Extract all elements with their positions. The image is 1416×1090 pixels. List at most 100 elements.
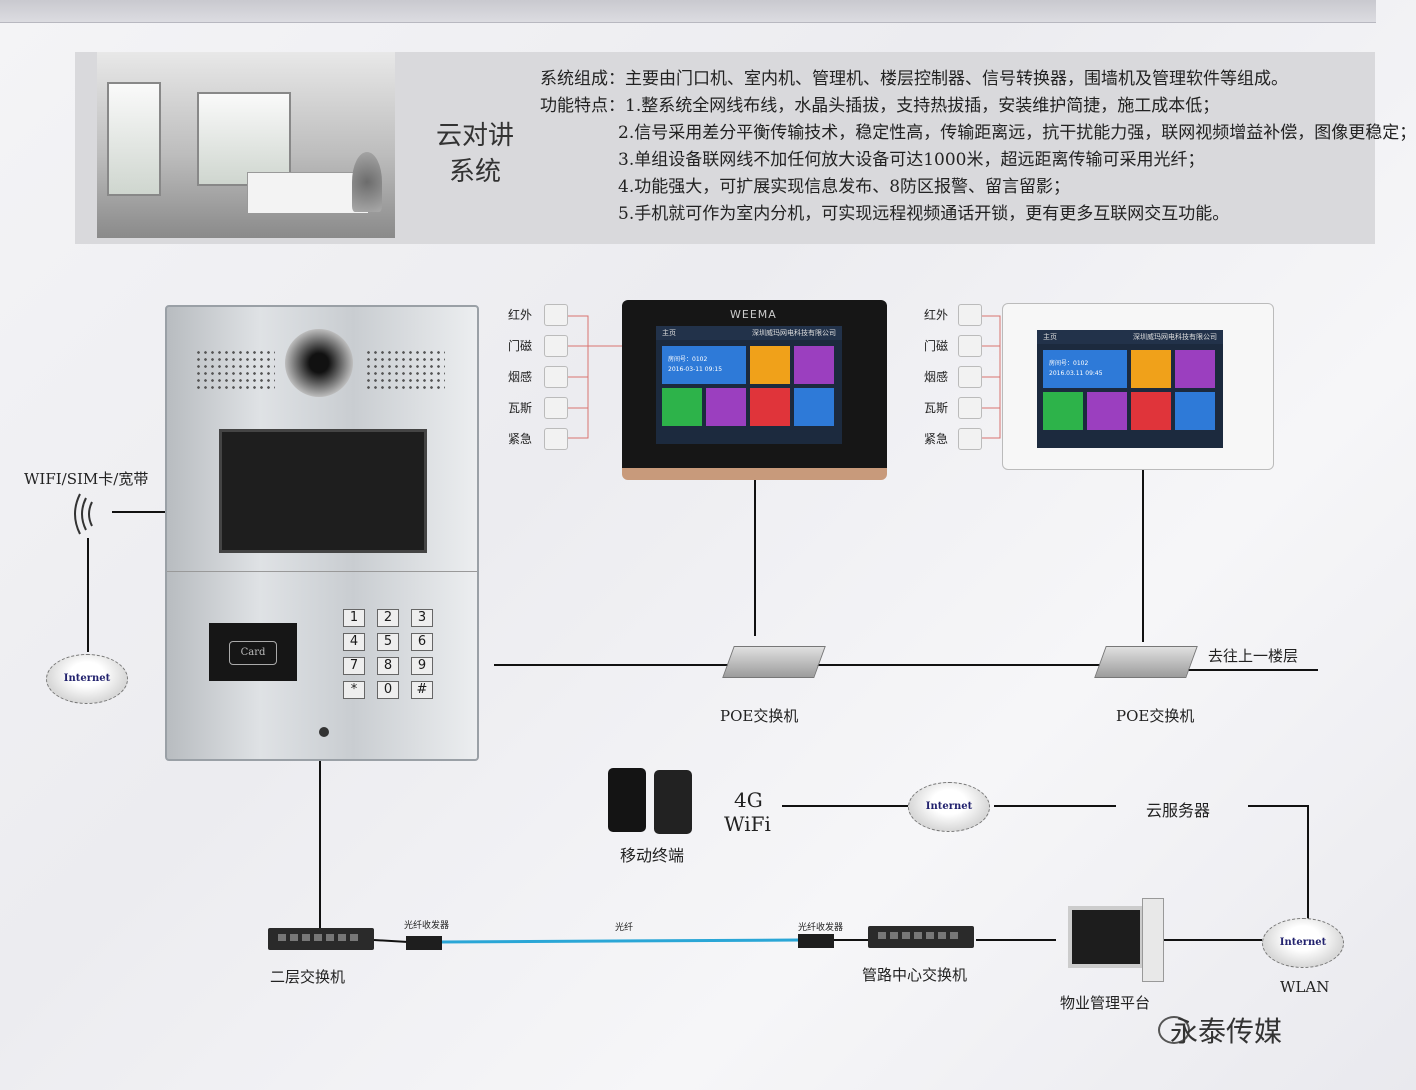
upper-floor-label: 去往上一楼层 <box>1208 647 1299 665</box>
keypad-key[interactable]: 4 <box>343 633 365 651</box>
mic-icon <box>319 727 329 737</box>
monitor1-company: 深圳威玛网电科技有限公司 <box>752 329 836 337</box>
sensor-label: 瓦斯 <box>508 401 533 415</box>
card-reader[interactable]: Card <box>209 623 297 681</box>
monitor2-info-tile[interactable]: 房间号：0102 2016.03.11 09:45 <box>1043 350 1127 388</box>
monitor2-tile-door[interactable] <box>1175 392 1215 430</box>
keypad-key[interactable]: 3 <box>411 609 433 627</box>
title-line-1: 云对讲 <box>435 121 514 151</box>
4g-label: 4G <box>734 788 763 812</box>
monitor1-topbar: 主页 深圳威玛网电科技有限公司 <box>656 326 842 340</box>
indoor-monitor-black: WEEMA 主页 深圳威玛网电科技有限公司 房间号：0102 2016-03-1… <box>622 300 887 480</box>
monitor2-tile-message[interactable] <box>1175 350 1215 388</box>
poe-switch-2-label: POE交换机 <box>1116 707 1195 725</box>
cloud-server-label: 云服务器 <box>1146 801 1211 820</box>
fiber-transceiver-2-label: 光纤收发器 <box>798 923 844 933</box>
monitor1-tile-door[interactable] <box>794 388 834 426</box>
monitor2-tile-user[interactable] <box>1131 350 1171 388</box>
wifi-label: WiFi <box>724 812 771 836</box>
sensor-icon <box>958 428 982 450</box>
wifi-sim-label: WIFI/SIM卡/宽带 <box>24 470 149 488</box>
sensor-label: 紧急 <box>508 432 533 446</box>
l2-switch <box>268 928 374 950</box>
monitor1-tile-settings[interactable] <box>706 388 746 426</box>
center-switch-label: 管路中心交换机 <box>862 966 968 984</box>
center-switch <box>868 926 974 948</box>
monitor2-tile-settings[interactable] <box>1087 392 1127 430</box>
l2-switch-label: 二层交换机 <box>270 968 346 986</box>
door-screen <box>219 429 427 553</box>
sensor-icon <box>958 366 982 388</box>
keypad-key[interactable]: 6 <box>411 633 433 651</box>
sensor-icon <box>958 304 982 326</box>
mobile-label: 移动终端 <box>620 846 685 865</box>
speaker-grill-right <box>365 349 445 389</box>
property-label: 物业管理平台 <box>1060 994 1151 1012</box>
fiber-transceiver-2 <box>798 934 834 948</box>
sensor-icon <box>958 335 982 357</box>
sensor-label: 红外 <box>508 308 533 322</box>
poe-switch-1-label: POE交换机 <box>720 707 799 725</box>
sensor-icon <box>544 304 568 326</box>
monitor1-home[interactable]: 主页 <box>662 329 676 337</box>
monitor1-tile-user[interactable] <box>750 346 790 384</box>
monitor2-topbar: 主页 深圳威玛网电科技有限公司 <box>1037 330 1223 344</box>
camera-icon <box>285 329 353 397</box>
monitor1-info-line2: 2016-03-11 09:15 <box>668 366 723 373</box>
monitor2-home[interactable]: 主页 <box>1043 333 1057 341</box>
sensor-icon <box>544 366 568 388</box>
sensor-icon <box>958 397 982 419</box>
keypad-key[interactable]: # <box>411 681 433 699</box>
poe-switch-2 <box>1094 646 1198 678</box>
desc-line-5: 4.功能强大，可扩展实现信息发布、8防区报警、留言留影； <box>618 177 1071 197</box>
monitor2-company: 深圳威玛网电科技有限公司 <box>1133 333 1217 341</box>
fiber-label: 光纤 <box>615 923 634 933</box>
pc-tower-icon <box>1142 898 1164 982</box>
wechat-icon <box>1158 1016 1190 1044</box>
speaker-grill-left <box>195 349 275 389</box>
monitor-icon <box>1068 906 1144 968</box>
title-line-2: 系统 <box>448 157 501 187</box>
internet-cloud-left: Internet <box>46 654 128 704</box>
fiber-transceiver-1-label: 光纤收发器 <box>404 921 450 931</box>
desc-line-1: 系统组成：主要由门口机、室内机、管理机、楼层控制器、信号转换器，围墙机及管理软件… <box>540 69 1288 89</box>
keypad-key[interactable]: 1 <box>343 609 365 627</box>
sensor-label: 烟感 <box>924 370 949 384</box>
sensor-label: 门磁 <box>924 339 949 353</box>
monitor1-info-line1: 房间号：0102 <box>668 356 708 363</box>
keypad-key[interactable]: 7 <box>343 657 365 675</box>
keypad-key[interactable]: 2 <box>377 609 399 627</box>
sensor-label: 紧急 <box>924 432 949 446</box>
keypad-key[interactable]: 5 <box>377 633 399 651</box>
monitor2-tile-home[interactable] <box>1131 392 1171 430</box>
desc-line-3: 2.信号采用差分平衡传输技术，稳定性高，传输距离远，抗干扰能力强，联网视频增益补… <box>618 123 1416 143</box>
monitor1-tile-message[interactable] <box>794 346 834 384</box>
monitor-brand: WEEMA <box>730 308 777 321</box>
desc-line-6: 5.手机就可作为室内分机，可实现远程视频通话开锁，更有更多互联网交互功能。 <box>618 204 1230 224</box>
mobile-phones <box>608 768 698 834</box>
monitor1-tile-home[interactable] <box>750 388 790 426</box>
bedroom-photo <box>97 52 395 238</box>
internet-cloud-right: Internet <box>1262 918 1344 968</box>
keypad-key[interactable]: 0 <box>377 681 399 699</box>
system-description: 系统组成：主要由门口机、室内机、管理机、楼层控制器、信号转换器，围墙机及管理软件… <box>540 66 1416 228</box>
desc-line-4: 3.单组设备联网线不加任何放大设备可达1000米，超远距离传输可采用光纤； <box>618 150 1205 170</box>
system-title: 云对讲 系统 <box>430 118 520 190</box>
monitor1-tile-security[interactable] <box>662 388 702 426</box>
wlan-label: WLAN <box>1280 978 1330 996</box>
top-band <box>0 0 1376 23</box>
internet-cloud-middle: Internet <box>908 782 990 832</box>
card-icon: Card <box>229 641 277 665</box>
monitor2-tile-security[interactable] <box>1043 392 1083 430</box>
desc-line-2: 功能特点：1.整系统全网线布线，水晶头插拔，支持热拔插，安装维护简捷，施工成本低… <box>540 96 1220 116</box>
keypad-key[interactable]: * <box>343 681 365 699</box>
phone-icon-1 <box>608 768 646 832</box>
property-computer <box>1058 898 1164 984</box>
keypad-key[interactable]: 9 <box>411 657 433 675</box>
monitor1-info-tile[interactable]: 房间号：0102 2016-03-11 09:15 <box>662 346 746 384</box>
monitor2-info-line1: 房间号：0102 <box>1049 360 1089 367</box>
sensor-icon <box>544 428 568 450</box>
keypad-key[interactable]: 8 <box>377 657 399 675</box>
monitor2-info-line2: 2016.03.11 09:45 <box>1049 370 1103 377</box>
